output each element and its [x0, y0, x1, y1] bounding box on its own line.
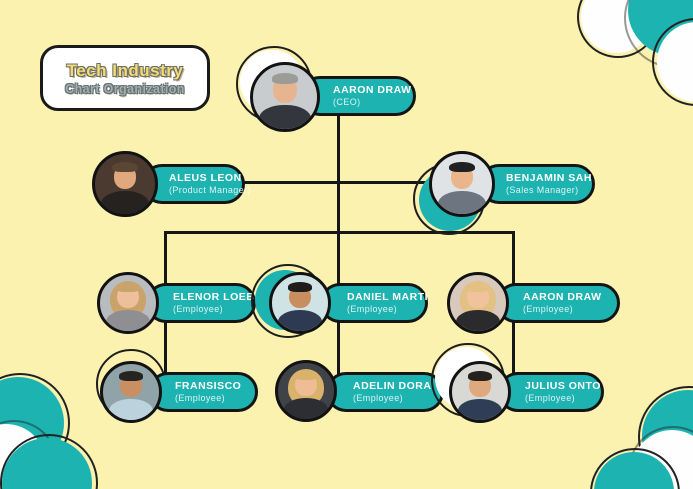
chart-title-line1: Tech Industry	[66, 60, 184, 80]
person-photo	[100, 361, 162, 423]
person-name: BENJAMIN SAH	[506, 172, 592, 184]
person-role: (Employee)	[175, 393, 226, 403]
person-name: ADELIN DORA	[353, 380, 432, 392]
name-badge: ALEUS LEON (Product Manager)	[142, 164, 251, 204]
connector-crossbar	[165, 231, 515, 234]
connector-branch-right	[512, 320, 515, 375]
name-badge: JULIUS ONTO (Employee)	[498, 372, 604, 412]
name-badge: FRANSISCO (Employee)	[148, 372, 258, 412]
person-name: AARON DRAW	[523, 291, 602, 303]
connector-drop-right	[512, 231, 515, 285]
person-photo	[250, 62, 320, 132]
person-role: (Sales Manager)	[506, 185, 579, 195]
connector-branch-left	[164, 320, 167, 375]
connector-branch-mid	[337, 320, 340, 375]
person-role: (Product Manager)	[169, 185, 251, 195]
name-badge: AARON DRAW (Employee)	[496, 283, 620, 323]
person-photo	[269, 272, 331, 334]
person-role: (Employee)	[173, 304, 224, 314]
connector-ceo-trunk	[337, 114, 340, 234]
name-badge: BENJAMIN SAH (Sales Manager)	[479, 164, 595, 204]
name-badge: ADELIN DORA (Employee)	[326, 372, 444, 412]
connector-drop-mid	[337, 231, 340, 285]
chart-title-line2: Chart Organization	[65, 81, 185, 96]
person-photo	[92, 151, 158, 217]
person-name: AARON DRAW	[333, 84, 412, 96]
person-role: (CEO)	[333, 97, 361, 107]
person-name: JULIUS ONTO	[525, 380, 601, 392]
person-name: FRANSISCO	[175, 380, 242, 392]
person-photo	[447, 272, 509, 334]
person-name: ALEUS LEON	[169, 172, 242, 184]
connector-drop-left	[164, 231, 167, 285]
person-role: (Employee)	[525, 393, 576, 403]
person-photo	[449, 361, 511, 423]
person-name: ELENOR LOEB	[173, 291, 255, 303]
name-badge: ELENOR LOEB (Employee)	[146, 283, 256, 323]
person-role: (Employee)	[347, 304, 398, 314]
connector-managers	[240, 181, 430, 184]
name-badge: DANIEL MARTI (Employee)	[320, 283, 428, 323]
person-role: (Employee)	[523, 304, 574, 314]
person-photo	[97, 272, 159, 334]
person-name: DANIEL MARTI	[347, 291, 429, 303]
chart-title-badge: Tech Industry Chart Organization	[40, 45, 210, 111]
person-photo	[429, 151, 495, 217]
person-role: (Employee)	[353, 393, 404, 403]
person-photo	[275, 360, 337, 422]
